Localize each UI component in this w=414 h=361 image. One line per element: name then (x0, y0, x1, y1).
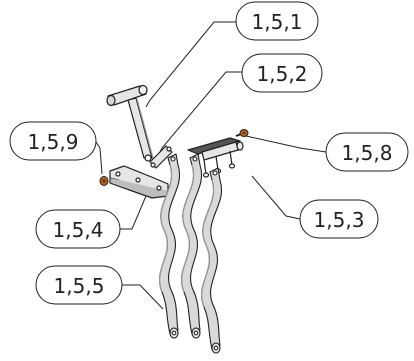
part-top-rod (187, 137, 244, 178)
callout-1-5-3: 1,5,3 (299, 199, 379, 239)
handle-end-right (138, 84, 148, 96)
twisted-strip-3 (200, 167, 223, 350)
callout-label: 1,5,9 (28, 130, 79, 154)
leader-1-5-3 (251, 175, 301, 220)
part-screw-left (99, 176, 109, 186)
part-bottom-bracket (109, 165, 169, 199)
part-screw-right (235, 129, 249, 137)
callout-label: 1,5,8 (342, 141, 393, 165)
rod-plate (187, 137, 241, 155)
callout-1-5-9: 1,5,9 (9, 121, 97, 161)
callout-1-5-4: 1,5,4 (35, 209, 121, 249)
leader-1-5-8 (245, 135, 327, 153)
callouts: 1,5,1 1,5,2 1,5,9 1,5,8 1,5,4 1,5,3 1,5,… (9, 1, 409, 305)
callout-label: 1,5,2 (257, 62, 308, 86)
callout-label: 1,5,4 (53, 218, 104, 242)
callout-1-5-8: 1,5,8 (325, 132, 409, 172)
part-link (149, 145, 173, 169)
callout-1-5-1: 1,5,1 (235, 1, 319, 41)
callout-label: 1,5,3 (314, 208, 365, 232)
lever-arm (127, 97, 153, 159)
callout-1-5-2: 1,5,2 (241, 53, 323, 93)
leader-1-5-5 (122, 284, 164, 310)
callout-1-5-5: 1,5,5 (35, 265, 123, 305)
callout-label: 1,5,5 (54, 274, 105, 298)
handle-end-left (106, 94, 116, 107)
callout-label: 1,5,1 (252, 10, 303, 34)
part-t-handle-lever (106, 84, 154, 162)
leader-1-5-4 (120, 195, 147, 230)
twisted-strip-2 (180, 153, 203, 335)
part-twisted-strips (158, 153, 223, 354)
leader-1-5-1 (145, 21, 236, 108)
rod-pin (203, 159, 207, 175)
leader-1-5-9 (95, 141, 103, 175)
